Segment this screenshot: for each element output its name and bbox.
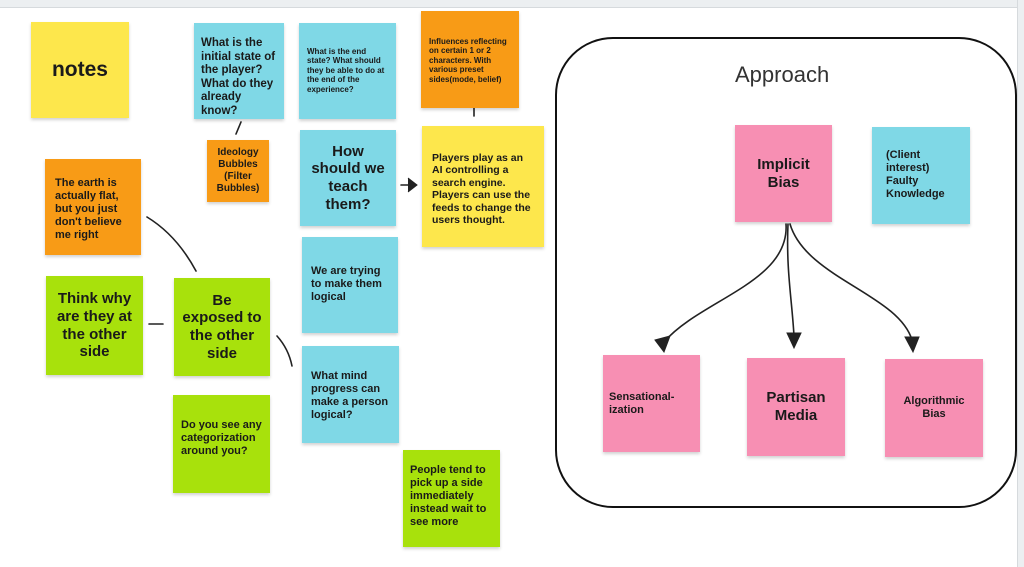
sticky-note-notes[interactable]: notes — [31, 22, 129, 118]
approach-frame-title: Approach — [735, 62, 830, 87]
connector-bias-to-partisan — [786, 223, 795, 337]
sticky-note-end-state[interactable]: What is the end state? What should they … — [299, 23, 396, 119]
connector-bias-to-sensational — [663, 223, 787, 343]
sticky-note-think-why[interactable]: Think why are they at the other side — [46, 276, 143, 375]
sticky-note-sensationalization[interactable]: Sensational-ization — [603, 355, 700, 452]
sticky-note-how-teach[interactable]: How should we teach them? — [300, 130, 396, 226]
connector-earth-to-exposed — [146, 216, 197, 272]
sticky-note-implicit-bias[interactable]: Implicit Bias — [735, 125, 832, 222]
sticky-note-mind-progress[interactable]: What mind progress can make a person log… — [302, 346, 399, 443]
sticky-note-categorization[interactable]: Do you see any categorization around you… — [173, 395, 270, 493]
vertical-scrollbar[interactable] — [1017, 0, 1024, 567]
sticky-note-pick-side[interactable]: People tend to pick up a side immediatel… — [403, 450, 500, 547]
sticky-note-trying-logical[interactable]: We are trying to make them logical — [302, 237, 398, 333]
connector-initial-to-ideology — [235, 121, 242, 135]
sticky-note-algorithmic-bias[interactable]: Algorithmic Bias — [885, 359, 983, 457]
top-toolbar-edge — [0, 0, 1024, 8]
connector-bias-to-algorithmic — [789, 223, 913, 341]
sticky-note-partisan-media[interactable]: Partisan Media — [747, 358, 845, 456]
arrowhead-sensational — [654, 335, 671, 354]
sticky-note-be-exposed[interactable]: Be exposed to the other side — [174, 278, 270, 376]
connector-exposed-to-mind — [276, 335, 293, 367]
arrowhead-teach — [407, 177, 418, 193]
sticky-note-earth-flat[interactable]: The earth is actually flat, but you just… — [45, 159, 141, 255]
sticky-note-ideology-bubbles[interactable]: Ideology Bubbles (Filter Bubbles) — [207, 140, 269, 202]
sticky-note-faulty-knowledge[interactable]: (Client interest) Faulty Knowledge — [872, 127, 970, 224]
sticky-note-initial-state[interactable]: What is the initial state of the player?… — [194, 23, 284, 119]
sticky-note-players-play[interactable]: Players play as an AI controlling a sear… — [422, 126, 544, 247]
sticky-note-influences[interactable]: Influences reflecting on certain 1 or 2 … — [421, 11, 519, 108]
arrowhead-partisan — [786, 332, 802, 350]
arrowhead-algorithmic — [904, 336, 920, 354]
